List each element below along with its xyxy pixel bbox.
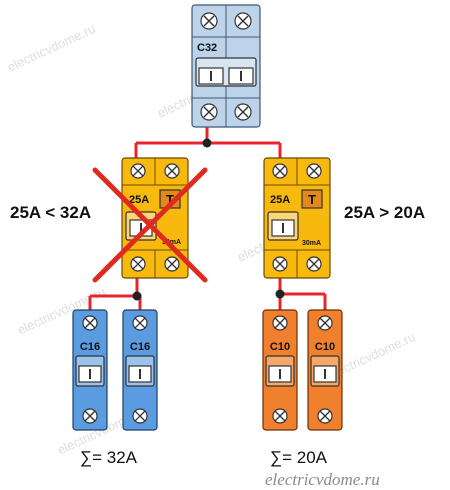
test-button bbox=[301, 189, 323, 209]
toggle-lever-icon bbox=[265, 355, 295, 387]
rcd-right-sensitivity: 30mA bbox=[302, 240, 321, 247]
breaker-c10-1: C10 bbox=[262, 309, 298, 431]
rcd-left-rating: 25A bbox=[129, 194, 149, 206]
breaker-rating: C16 bbox=[80, 341, 100, 353]
test-button-label: T bbox=[166, 192, 174, 207]
screw-icon bbox=[200, 12, 218, 30]
screw-icon bbox=[132, 408, 148, 424]
right-sum-label: ∑= 20A bbox=[270, 448, 328, 467]
junction-node-top bbox=[202, 138, 212, 148]
main-breaker: C32 bbox=[191, 4, 261, 128]
cross-out-mark bbox=[92, 167, 208, 283]
screw-icon bbox=[130, 163, 146, 179]
screw-icon bbox=[234, 12, 252, 30]
toggle-lever-icon bbox=[267, 211, 299, 241]
breaker-rating: C16 bbox=[130, 341, 150, 353]
left-comparison-label: 25A < 32A bbox=[10, 203, 91, 222]
screw-icon bbox=[164, 163, 180, 179]
screw-icon bbox=[164, 256, 180, 272]
screw-icon bbox=[234, 103, 252, 121]
toggle-lever-icon bbox=[125, 355, 155, 387]
breaker-c10-2: C10 bbox=[307, 309, 343, 431]
screw-icon bbox=[82, 315, 98, 331]
screw-icon bbox=[306, 163, 322, 179]
toggle-lever-icon bbox=[195, 57, 257, 87]
main-breaker-rating: C32 bbox=[197, 42, 217, 54]
screw-icon bbox=[317, 408, 333, 424]
screw-icon bbox=[272, 163, 288, 179]
toggle-lever-icon bbox=[75, 355, 105, 387]
breaker-c16-1: C16 bbox=[72, 309, 108, 431]
screw-icon bbox=[272, 256, 288, 272]
breaker-rating: C10 bbox=[270, 341, 290, 353]
rcd-right-rating: 25A bbox=[270, 194, 290, 206]
screw-icon bbox=[130, 256, 146, 272]
screw-icon bbox=[272, 315, 288, 331]
junction-node-right bbox=[275, 289, 285, 299]
toggle-lever-icon bbox=[310, 355, 340, 387]
junction-node-left bbox=[132, 291, 142, 301]
test-button-label: T bbox=[308, 192, 316, 207]
screw-icon bbox=[82, 408, 98, 424]
screw-icon bbox=[200, 103, 218, 121]
watermark-1: electricvdome.ru bbox=[5, 21, 98, 75]
breaker-rating: C10 bbox=[315, 341, 335, 353]
left-sum-label: ∑= 32A bbox=[80, 448, 138, 467]
breaker-c16-2: C16 bbox=[122, 309, 158, 431]
right-comparison-label: 25A > 20A bbox=[344, 203, 425, 222]
site-watermark: electricvdome.ru bbox=[265, 470, 380, 489]
screw-icon bbox=[272, 408, 288, 424]
rcd-left-sensitivity: 30mA bbox=[162, 239, 181, 246]
rcd-right: 25A T 30mA bbox=[263, 157, 331, 279]
screw-icon bbox=[317, 315, 333, 331]
screw-icon bbox=[132, 315, 148, 331]
screw-icon bbox=[306, 256, 322, 272]
